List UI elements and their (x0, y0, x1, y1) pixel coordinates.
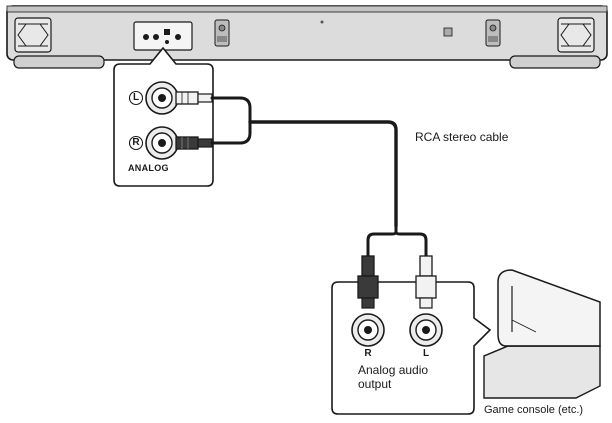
cable-label: RCA stereo cable (415, 130, 509, 144)
output-jack-l-mark: L (422, 348, 430, 359)
game-console (483, 269, 601, 399)
console-label: Game console (etc.) (484, 404, 584, 416)
console-callout (331, 255, 492, 415)
soundbar-callout (113, 46, 214, 187)
rca-stereo-cable (210, 96, 428, 258)
jack-r (128, 126, 179, 160)
soundbar-right-grille (557, 17, 595, 53)
rca-plug-white-soundbar (175, 91, 213, 105)
soundbar (6, 5, 608, 69)
mount-clip-left (214, 19, 230, 47)
output-jack-l (409, 313, 443, 347)
mount-clip-right (485, 19, 501, 47)
rca-plug-white-console (415, 255, 437, 309)
rca-plug-red-soundbar (175, 136, 213, 150)
jack-l (128, 81, 179, 115)
soundbar-jack-panel (133, 21, 193, 51)
rca-plug-red-console (357, 255, 379, 309)
analog-output-caption-line1: Analog audio (358, 363, 429, 377)
output-jack-r-mark: R (364, 348, 372, 359)
output-jack-r (351, 313, 385, 347)
soundbar-left-grille (14, 17, 52, 53)
analog-output-caption-line2: output (358, 377, 392, 391)
jack-l-mark: L (132, 92, 140, 103)
jack-r-mark: R (132, 137, 140, 148)
analog-panel-title: ANALOG (128, 163, 169, 173)
